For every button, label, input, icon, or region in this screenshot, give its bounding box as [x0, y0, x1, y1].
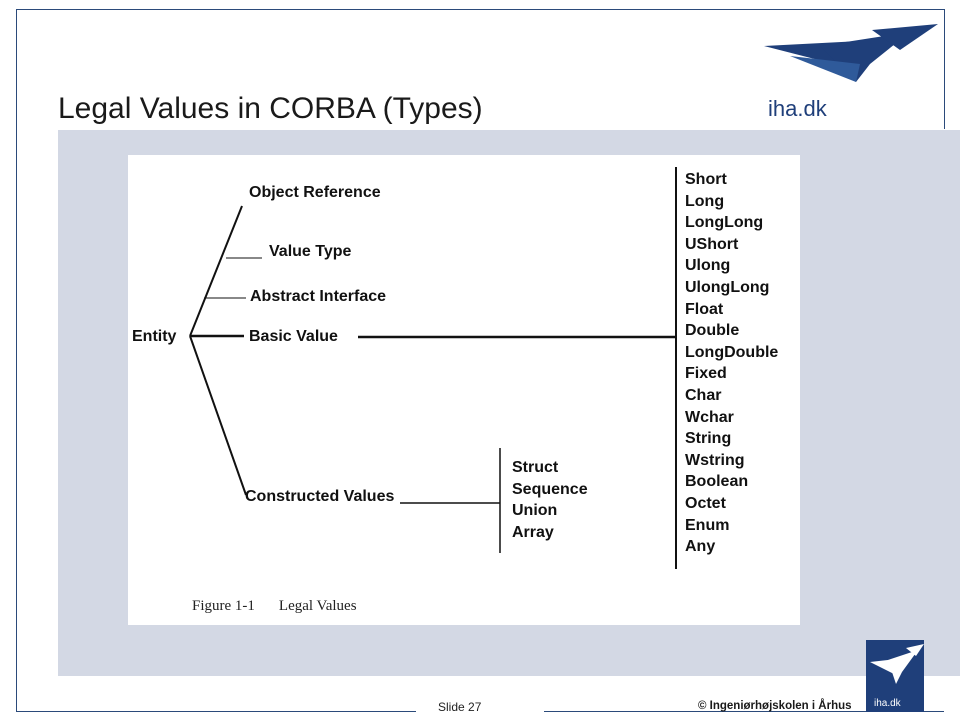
logo-text: iha.dk — [768, 96, 827, 121]
constructed-type-item: Array — [512, 523, 554, 541]
basic-type-list: Short Long LongLong UShort Ulong UlongLo… — [685, 169, 778, 558]
figure-caption: Figure 1-1 Legal Values — [192, 598, 357, 615]
basic-type-item: Long — [685, 192, 725, 210]
edge-object-reference — [189, 205, 243, 337]
basic-type-item: UlongLong — [685, 278, 770, 296]
constructed-type-list: Struct Sequence Union Array — [512, 457, 588, 543]
basic-type-item: Boolean — [685, 473, 749, 491]
basic-type-item: LongDouble — [685, 343, 779, 361]
constructed-values-label: Constructed Values — [245, 488, 395, 505]
basic-type-item: Ulong — [685, 257, 731, 275]
basic-type-item: Any — [685, 538, 716, 556]
edge-constructed-values — [189, 335, 247, 496]
basic-type-item: UShort — [685, 235, 739, 253]
value-type-label: Value Type — [269, 243, 352, 260]
basic-type-item: Double — [685, 322, 740, 340]
entity-label: Entity — [132, 328, 177, 345]
basic-type-item: Wstring — [685, 451, 745, 469]
footer-line-left — [16, 711, 416, 712]
basic-type-item: Short — [685, 171, 727, 188]
abstract-interface-label: Abstract Interface — [250, 288, 387, 305]
iha-logo-icon — [764, 24, 938, 82]
constructed-type-item: Sequence — [512, 480, 588, 498]
basic-type-item: Float — [685, 300, 724, 318]
frame-top-line — [16, 9, 944, 10]
figure-number: Figure 1-1 — [192, 598, 255, 614]
diagram-lines — [189, 167, 677, 569]
basic-type-item: LongLong — [685, 214, 764, 232]
basic-type-item: String — [685, 430, 732, 448]
object-reference-label: Object Reference — [249, 184, 381, 201]
basic-type-item: Fixed — [685, 365, 727, 383]
frame-right-line — [944, 9, 945, 129]
constructed-type-item: Union — [512, 502, 558, 519]
basic-value-label: Basic Value — [249, 328, 338, 345]
basic-type-item: Wchar — [685, 408, 734, 426]
basic-type-item: Octet — [685, 494, 726, 512]
basic-type-item: Char — [685, 386, 722, 404]
footer-logo-text: iha.dk — [874, 698, 901, 709]
frame-left-line — [16, 9, 17, 711]
diagram-figure: Entity Object Reference Value Type Abstr… — [128, 155, 800, 625]
slide-number: Slide 27 — [438, 700, 482, 714]
figure-caption-text: Legal Values — [278, 598, 357, 614]
constructed-type-item: Struct — [512, 459, 559, 476]
footer-logo-icon — [870, 644, 924, 684]
footer-logo: iha.dk — [866, 640, 924, 712]
copyright-text: © Ingeniørhøjskolen i Århus — [698, 700, 852, 712]
slide-title: Legal Values in CORBA (Types) — [58, 92, 483, 125]
footer-line-right — [544, 711, 944, 712]
basic-type-item: Enum — [685, 516, 730, 534]
